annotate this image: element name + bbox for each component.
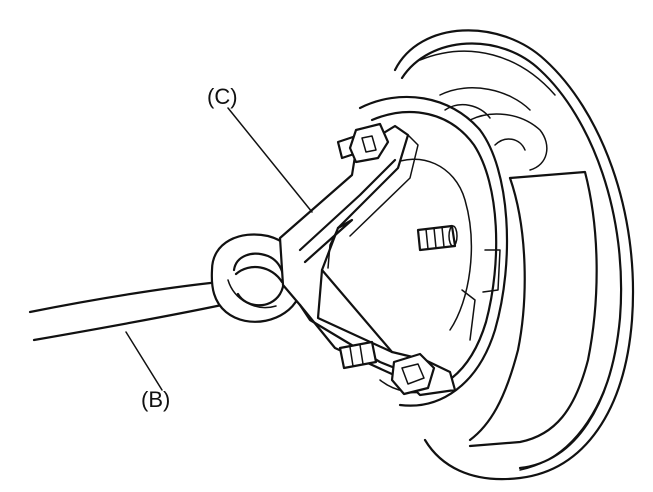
leader-line-c	[227, 107, 313, 213]
backing-plate	[393, 29, 635, 481]
label-b: (B)	[141, 387, 171, 412]
drum-remover-adapter	[278, 124, 457, 397]
bottom-bolt-nut	[338, 340, 436, 396]
top-bolt-nut	[336, 122, 390, 164]
brake-shoe	[439, 87, 598, 448]
label-c: (C)	[207, 84, 238, 109]
center-stud	[416, 224, 458, 252]
leader-line-b	[125, 331, 163, 391]
